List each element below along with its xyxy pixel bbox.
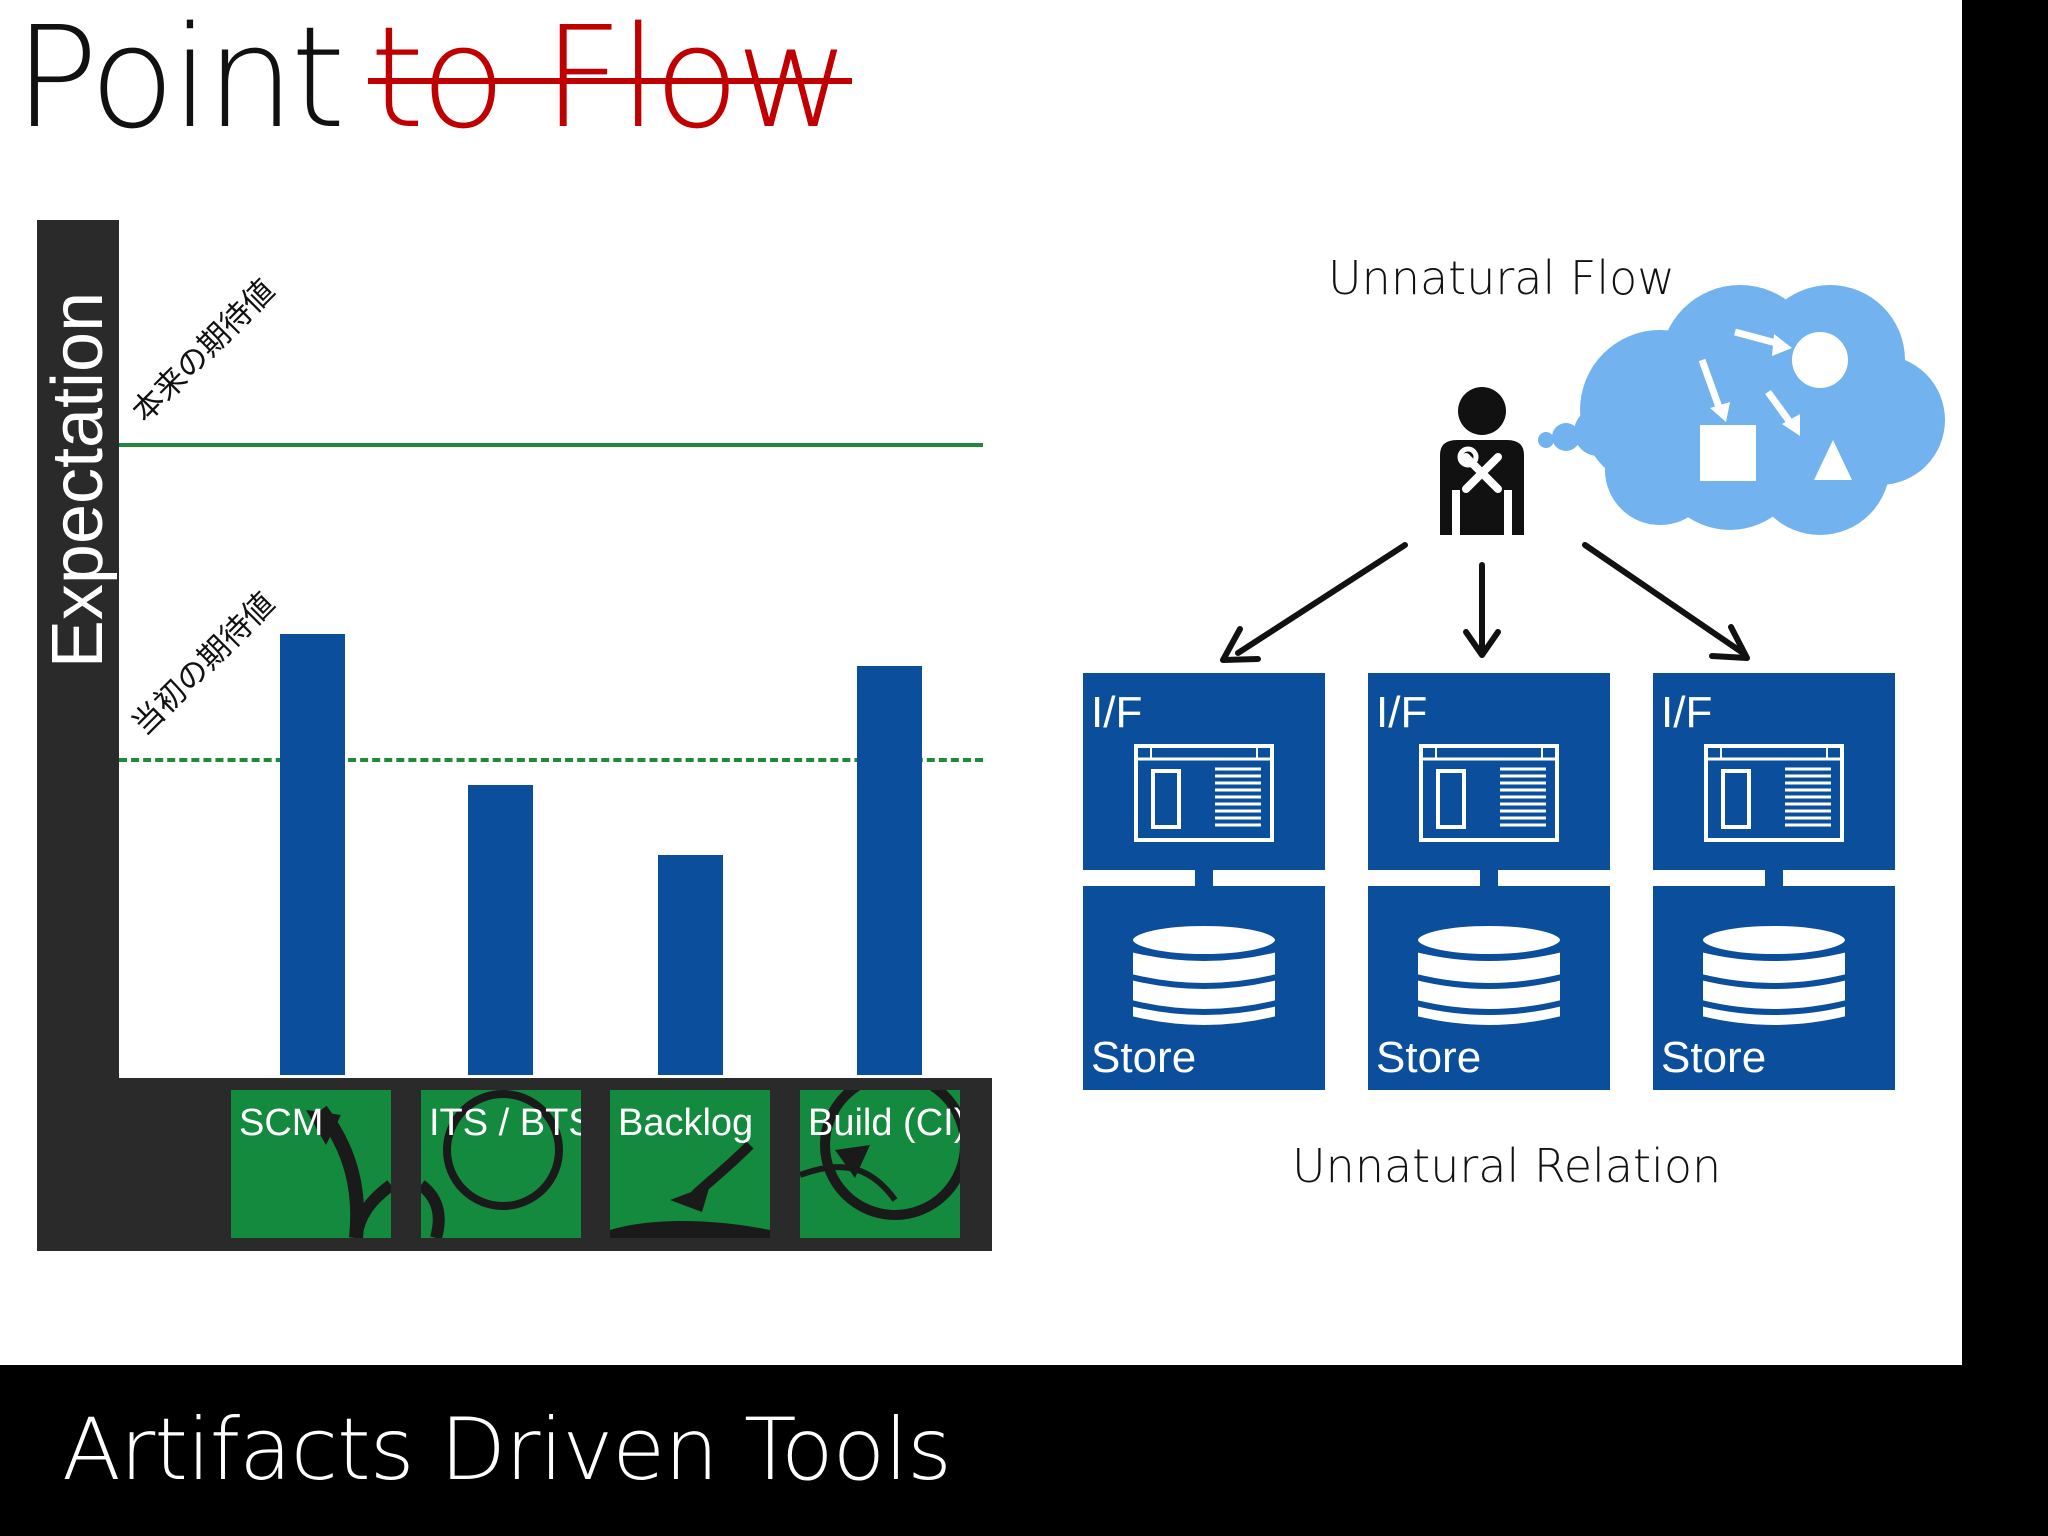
category-tile-backlog: Backlog [610, 1090, 770, 1238]
store-label: Store [1661, 1033, 1767, 1082]
unnatural-flow-label: Unnatural Flow [1328, 251, 1675, 305]
cycle-icon [421, 1090, 563, 1238]
user-wrench-icon [1440, 387, 1524, 535]
store-tile: Store [1083, 886, 1325, 1090]
bar-scm [280, 634, 345, 1075]
flow-arrows [1220, 542, 1750, 663]
window-icon [1704, 744, 1844, 842]
database-icon [1129, 922, 1279, 1029]
database-icon [1699, 922, 1849, 1029]
category-tile-build-ci: Build (CI) [800, 1090, 960, 1238]
database-icon [1414, 922, 1564, 1029]
window-icon [1134, 744, 1274, 842]
category-label-its-bts: ITS / BTS [429, 1102, 581, 1144]
window-icon [1419, 744, 1559, 842]
thought-cloud-icon [1538, 285, 1945, 535]
title-struck-text: to Flow [370, 0, 851, 160]
tile-connector [1195, 870, 1213, 886]
bar-build-ci [857, 665, 922, 1075]
category-label-backlog: Backlog [618, 1102, 754, 1144]
store-tile: Store [1653, 886, 1895, 1090]
interface-label: I/F [1091, 688, 1143, 737]
initial-expectation-label: 当初の期待値 [125, 585, 283, 743]
interface-label: I/F [1376, 688, 1428, 737]
store-label: Store [1091, 1033, 1197, 1082]
category-tile-scm: SCM [231, 1090, 391, 1238]
build-cycle-icon [800, 1090, 960, 1220]
store-label: Store [1376, 1033, 1482, 1082]
store-tile: Store [1368, 886, 1610, 1090]
initial-expectation-line [119, 758, 983, 762]
tile-connector [1765, 870, 1783, 886]
interface-tile: I/F [1083, 673, 1325, 870]
backlog-arrow-icon [610, 1141, 770, 1238]
branch-icon [306, 1105, 391, 1238]
bar-backlog [658, 854, 723, 1075]
bar-its-bts [468, 785, 533, 1075]
category-label-build-ci: Build (CI) [808, 1102, 960, 1144]
ideal-expectation-line [119, 443, 983, 447]
interface-tile: I/F [1368, 673, 1610, 870]
category-tile-its-bts: ITS / BTS [421, 1090, 581, 1238]
interface-label: I/F [1661, 688, 1713, 737]
category-label-scm: SCM [239, 1102, 324, 1144]
interface-tile: I/F [1653, 673, 1895, 870]
tile-connector [1480, 870, 1498, 886]
y-axis-label: Expectation [38, 291, 118, 669]
footer-caption: Artifacts Driven Tools [62, 1400, 952, 1500]
ideal-expectation-label: 本来の期待値 [125, 272, 283, 430]
title-main: Point [14, 0, 346, 160]
unnatural-relation-label: Unnatural Relation [1292, 1139, 1722, 1193]
